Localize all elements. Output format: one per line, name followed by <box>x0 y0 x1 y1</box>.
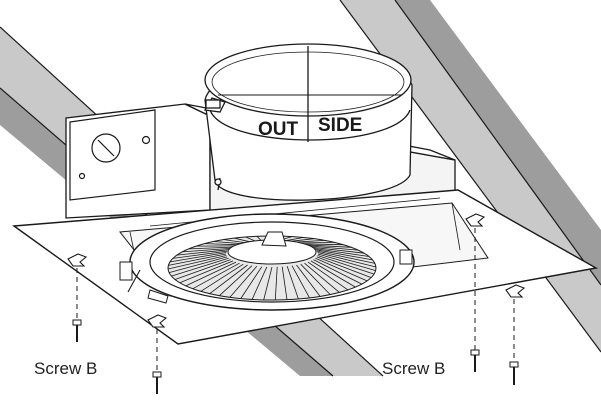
blower-blade <box>168 253 227 266</box>
blower-blade <box>313 259 362 285</box>
slot-back-right <box>465 213 486 227</box>
blower-blade <box>168 255 227 270</box>
screw-right-1 <box>470 228 480 372</box>
blower-blade <box>179 260 234 284</box>
screw-left-1 <box>72 268 82 342</box>
blower-blade <box>192 262 240 290</box>
blower-blade <box>172 250 228 259</box>
screw-b-label-left: Screw B <box>34 359 97 378</box>
screw-left-2 <box>152 329 162 394</box>
blower-blade <box>316 256 372 278</box>
slot-front-left <box>67 253 88 267</box>
blower-blade <box>240 266 263 299</box>
screw-slots <box>67 213 526 328</box>
blower-blade <box>188 246 234 250</box>
blower-blade <box>251 266 268 300</box>
blower-blade <box>300 263 331 295</box>
blower-blade <box>168 256 228 273</box>
blower-blade <box>204 243 240 246</box>
blower-blade <box>286 266 299 300</box>
blower-blade <box>296 242 335 244</box>
blower-wheel <box>119 213 415 311</box>
blower-blade <box>317 255 375 275</box>
blower-blade <box>263 266 273 300</box>
blower-blade <box>315 257 368 282</box>
blower-blade <box>200 263 244 292</box>
blower-blade <box>229 266 258 298</box>
screw-b-label-right: Screw B <box>382 359 445 378</box>
screw-right-2 <box>509 299 519 385</box>
blower-blade <box>213 241 244 245</box>
blower-blade <box>316 250 375 264</box>
blower-blade <box>315 249 373 261</box>
blower-blade <box>307 245 359 251</box>
blower-blade <box>174 259 231 280</box>
blower-blade <box>317 253 376 271</box>
blower-blade <box>300 243 344 246</box>
blower-blade <box>274 266 278 301</box>
collar-label-out: OUT <box>258 119 299 140</box>
slot-front-center <box>147 314 168 328</box>
blower-blade <box>171 257 229 277</box>
blower-blade <box>307 261 349 291</box>
blower-blade <box>304 244 352 248</box>
blower-blade <box>219 265 253 296</box>
blower-blade <box>317 252 376 268</box>
blower-blade <box>176 249 229 256</box>
duct-collar <box>203 43 413 201</box>
blower-blade <box>304 262 340 293</box>
blower-blade <box>185 261 237 287</box>
blower-blade <box>296 264 321 297</box>
blower-blade <box>169 252 227 263</box>
knockout-plate <box>69 109 156 201</box>
slot-front-right <box>505 284 526 298</box>
blower-blade <box>209 264 248 294</box>
blower-blade <box>313 248 370 257</box>
blower-blade <box>182 248 231 253</box>
blower-blade <box>310 246 365 254</box>
collar-label-side: SIDE <box>318 115 362 136</box>
blower-blade <box>291 265 310 298</box>
blower-blade <box>310 260 356 288</box>
blower-blade <box>281 266 288 300</box>
